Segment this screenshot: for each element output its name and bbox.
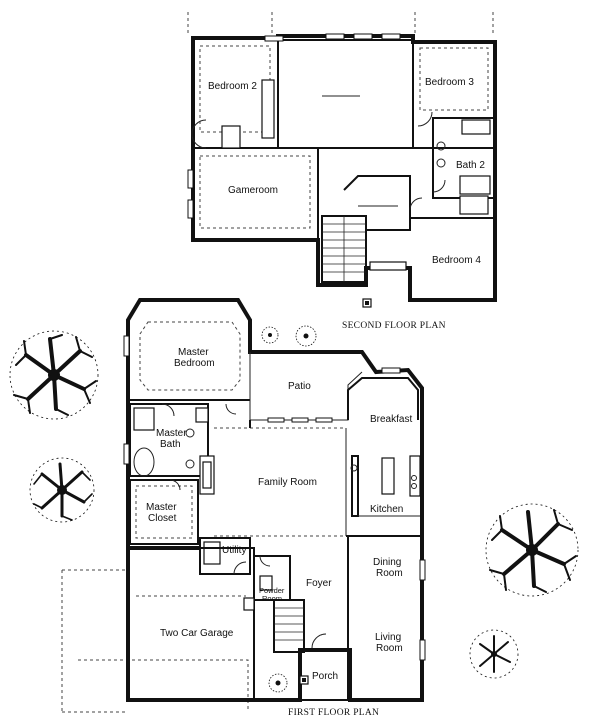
dimension-ticks bbox=[187, 12, 494, 36]
room-label-master-bedroom-line2: Bedroom bbox=[174, 358, 215, 369]
room-label-foyer: Foyer bbox=[306, 578, 332, 589]
second-floor-outer-wall bbox=[191, 34, 497, 302]
room-label-bedroom-4: Bedroom 4 bbox=[432, 255, 481, 266]
room-label-living-line1: Living bbox=[375, 632, 401, 643]
second-floor-title: SECOND FLOOR PLAN bbox=[342, 321, 446, 331]
open-to-below bbox=[277, 39, 414, 149]
room-label-powder-line2: Room bbox=[262, 594, 282, 603]
shrub-icon bbox=[261, 326, 279, 344]
second-floor-stairs bbox=[321, 215, 367, 283]
room-label-patio: Patio bbox=[288, 381, 311, 392]
room-label-bedroom-2: Bedroom 2 bbox=[208, 81, 257, 92]
room-label-family-room: Family Room bbox=[258, 477, 317, 488]
room-label-living-line2: Room bbox=[376, 643, 403, 654]
room-label-gameroom: Gameroom bbox=[228, 185, 278, 196]
tree-icon bbox=[29, 457, 95, 523]
room-label-dining-line1: Dining bbox=[373, 557, 401, 568]
room-label-master-closet-line2: Closet bbox=[148, 513, 177, 524]
room-label-bath-2: Bath 2 bbox=[456, 160, 485, 171]
room-label-two-car-garage: Two Car Garage bbox=[160, 628, 234, 639]
room-label-master-bath-line1: Master bbox=[156, 428, 187, 439]
room-label-powder-line1: Powder bbox=[259, 586, 285, 595]
shrub-icon bbox=[268, 673, 288, 693]
room-label-master-closet-line1: Master bbox=[146, 502, 177, 513]
tree-icon bbox=[485, 503, 579, 597]
room-label-utility: Utility bbox=[222, 545, 246, 556]
room-label-dining-line2: Room bbox=[376, 568, 403, 579]
first-floor-stairs bbox=[273, 599, 305, 653]
room-label-breakfast: Breakfast bbox=[370, 414, 412, 425]
room-label-master-bath-line2: Bath bbox=[160, 439, 181, 450]
second-floor-plan: Bedroom 2 Bedroom 3 Bath 2 Gameroom Bedr… bbox=[187, 12, 497, 331]
shrub-icon bbox=[295, 325, 317, 347]
room-label-master-bedroom-line1: Master bbox=[178, 347, 209, 358]
room-label-bedroom-3: Bedroom 3 bbox=[425, 77, 474, 88]
first-floor-plan: Master Bedroom Patio Breakfast Master Ba… bbox=[61, 298, 426, 718]
first-floor-title: FIRST FLOOR PLAN bbox=[288, 708, 379, 718]
room-label-kitchen: Kitchen bbox=[370, 504, 403, 515]
tree-icon bbox=[469, 629, 519, 679]
room-label-porch: Porch bbox=[312, 671, 338, 682]
tree-icon bbox=[9, 330, 99, 420]
